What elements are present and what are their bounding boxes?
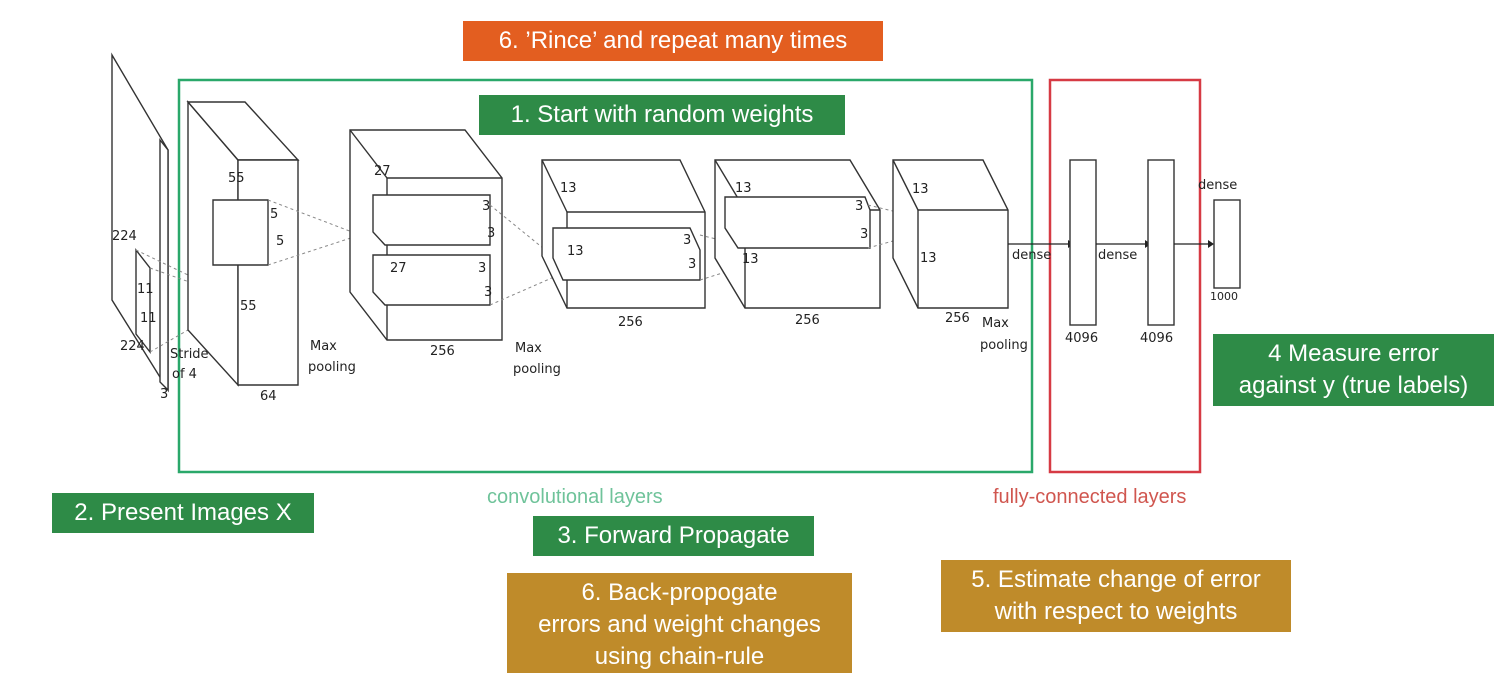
kernel-h-label: 11 — [137, 282, 154, 297]
conv4-k2: 3 — [860, 227, 868, 242]
conv5-top-label: 13 — [912, 182, 929, 197]
back-propagate-line-1: 6. Back-propogate — [581, 579, 778, 606]
fc-layers-caption: fully-connected layers — [993, 486, 1186, 508]
conv4-k1: 3 — [855, 199, 863, 214]
conv3-top-label: 13 — [560, 181, 577, 196]
rince-repeat-text: 6. ’Rince’ and repeat many times — [498, 27, 848, 54]
rince-repeat-note: 6. ’Rince’ and repeat many times — [463, 21, 883, 61]
fc3-units-label: 1000 — [1210, 290, 1238, 303]
pool1-label-2: pooling — [308, 360, 356, 375]
kernel-w-label: 11 — [140, 311, 157, 326]
conv2-block — [349, 129, 571, 341]
conv1-kernel-a: 5 — [270, 207, 278, 222]
conv1-depth-label: 64 — [260, 389, 277, 404]
conv2-k2: 3 — [487, 226, 495, 241]
fc1-units-label: 4096 — [1065, 331, 1098, 346]
conv3-k1: 3 — [683, 233, 691, 248]
fc-stack — [1008, 159, 1241, 326]
conv2-k3: 3 — [478, 261, 486, 276]
input-depth-label: 3 — [160, 387, 168, 402]
estimate-change-note: 5. Estimate change of error with respect… — [941, 560, 1291, 632]
conv2-k1: 3 — [482, 199, 490, 214]
start-weights-note: 1. Start with random weights — [479, 95, 845, 135]
back-propagate-note: 6. Back-propogate errors and weight chan… — [507, 573, 852, 673]
dense-label-1: dense — [1012, 248, 1051, 263]
estimate-change-line-2: with respect to weights — [994, 598, 1238, 625]
measure-error-line-1: 4 Measure error — [1268, 340, 1439, 367]
conv3-block — [541, 159, 781, 309]
conv4-depth-label: 256 — [795, 313, 820, 328]
conv4-mid-label: 13 — [742, 252, 759, 267]
conv3-depth-label: 256 — [618, 315, 643, 330]
start-weights-text: 1. Start with random weights — [510, 101, 814, 128]
conv4-top-label: 13 — [735, 181, 752, 196]
stride-label-1: Stride — [170, 347, 209, 362]
conv5-depth-label: 256 — [945, 311, 970, 326]
present-images-text: 2. Present Images X — [74, 499, 292, 526]
forward-propagate-note: 3. Forward Propagate — [533, 516, 814, 556]
measure-error-line-2: against y (true labels) — [1238, 372, 1469, 399]
input-height-label: 224 — [112, 229, 137, 244]
stride-label-2: of 4 — [172, 367, 197, 382]
conv1-out-label: 55 — [240, 299, 257, 314]
dense-label-2: dense — [1098, 248, 1137, 263]
pool3-label-1: Max — [982, 316, 1009, 331]
conv1-size-label: 55 — [228, 171, 245, 186]
dense-label-3: dense — [1198, 178, 1237, 193]
pool2-label-2: pooling — [513, 362, 561, 377]
fc2-units-label: 4096 — [1140, 331, 1173, 346]
forward-propagate-text: 3. Forward Propagate — [557, 522, 790, 549]
fc-layers-frame — [1048, 78, 1202, 474]
pool2-label-1: Max — [515, 341, 542, 356]
estimate-change-line-1: 5. Estimate change of error — [971, 566, 1261, 593]
pool3-label-2: pooling — [980, 338, 1028, 353]
conv1-block — [186, 100, 361, 387]
conv1-kernel-b: 5 — [276, 234, 284, 249]
input-width-label: 224 — [120, 339, 145, 354]
conv4-block — [714, 159, 951, 309]
conv5-side-label: 13 — [920, 251, 937, 266]
conv-layers-caption: convolutional layers — [487, 486, 663, 508]
present-images-note: 2. Present Images X — [52, 493, 314, 533]
conv2-top-label: 27 — [374, 164, 391, 179]
conv2-mid-label: 27 — [390, 261, 407, 276]
conv5-block — [892, 159, 1009, 309]
pool1-label-1: Max — [310, 339, 337, 354]
measure-error-note: 4 Measure error against y (true labels) — [1213, 334, 1494, 406]
back-propagate-line-3: using chain-rule — [594, 643, 765, 670]
conv2-k4: 3 — [484, 285, 492, 300]
conv-layers-frame — [177, 78, 1034, 474]
conv3-mid-label: 13 — [567, 244, 584, 259]
conv2-depth-label: 256 — [430, 344, 455, 359]
back-propagate-line-2: errors and weight changes — [538, 611, 821, 638]
conv3-k2: 3 — [688, 257, 696, 272]
